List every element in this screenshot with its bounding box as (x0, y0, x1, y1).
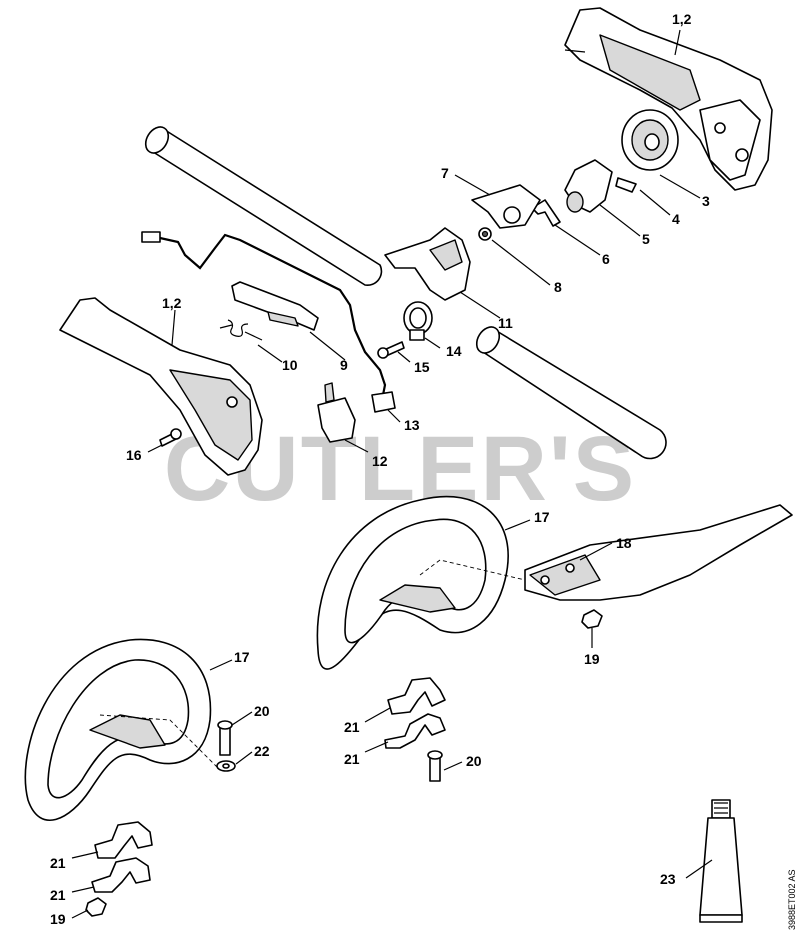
callout-7: 7 (441, 165, 449, 181)
wiring-harness (141, 231, 396, 413)
part-lever-sleeve (564, 159, 613, 213)
loop-handle-upper (316, 495, 526, 670)
callout-21-mid-lower: 21 (344, 751, 360, 767)
clamp-21-left-lower (91, 857, 151, 893)
callout-labels: 1,2 3 4 5 6 7 8 9 10 11 1,2 12 13 14 15 … (50, 11, 710, 927)
part-spring-10 (219, 319, 263, 341)
clamp-21-left-upper (94, 821, 153, 859)
callout-4: 4 (672, 211, 680, 227)
part-screw-8 (478, 227, 492, 241)
document-id: 3988ET002 AS (787, 869, 797, 930)
callout-11: 11 (498, 315, 513, 331)
part-screw-16 (159, 428, 182, 447)
callout-16: 16 (126, 447, 142, 463)
clamp-21-middle-lower (384, 713, 446, 749)
nut-19-lower (85, 897, 107, 917)
callout-21-mid-upper: 21 (344, 719, 360, 735)
callout-1-2-left: 1,2 (162, 295, 182, 311)
callout-15: 15 (414, 359, 430, 375)
callout-10: 10 (282, 357, 298, 373)
callout-23: 23 (660, 871, 676, 887)
callout-21-left-lower: 21 (50, 887, 66, 903)
callout-8: 8 (554, 279, 562, 295)
callout-13: 13 (404, 417, 420, 433)
screw-20-middle (427, 750, 443, 782)
callout-19-lower: 19 (50, 911, 66, 927)
grease-tube (699, 799, 743, 923)
callout-19-upper: 19 (584, 651, 600, 667)
part-pin (615, 177, 637, 193)
callout-18: 18 (616, 535, 632, 551)
callout-3: 3 (702, 193, 710, 209)
control-handle-housing-left (59, 297, 263, 476)
tube-lower (475, 326, 667, 460)
callout-20-mid: 20 (466, 753, 482, 769)
nut-19-upper (581, 609, 603, 629)
callout-6: 6 (602, 251, 610, 267)
callout-1-2-top: 1,2 (672, 11, 692, 27)
callout-22: 22 (254, 743, 270, 759)
callout-9: 9 (340, 357, 348, 373)
control-handle-housing-right (564, 7, 773, 191)
part-wheel (621, 109, 679, 171)
callout-5: 5 (642, 231, 650, 247)
callout-14: 14 (446, 343, 462, 359)
part-trigger (384, 227, 471, 301)
callout-17-upper: 17 (534, 509, 550, 525)
part-clamp-14 (403, 301, 433, 341)
part-screw-15 (377, 341, 405, 359)
leader-lines (71, 29, 713, 919)
loop-handle-lower (24, 638, 221, 821)
callout-21-left-upper: 21 (50, 855, 66, 871)
callout-17-lower: 17 (234, 649, 250, 665)
part-lever-9 (231, 281, 319, 331)
washer-22 (216, 760, 236, 772)
callout-20-left: 20 (254, 703, 270, 719)
tube-upper (144, 126, 383, 287)
clamp-21-middle-upper (387, 677, 446, 715)
handle-bracket (524, 504, 793, 601)
part-catch (471, 184, 541, 229)
callout-12: 12 (372, 453, 388, 469)
part-switch-12 (317, 382, 356, 443)
part-clip (531, 199, 561, 227)
screw-20-left (217, 720, 233, 756)
